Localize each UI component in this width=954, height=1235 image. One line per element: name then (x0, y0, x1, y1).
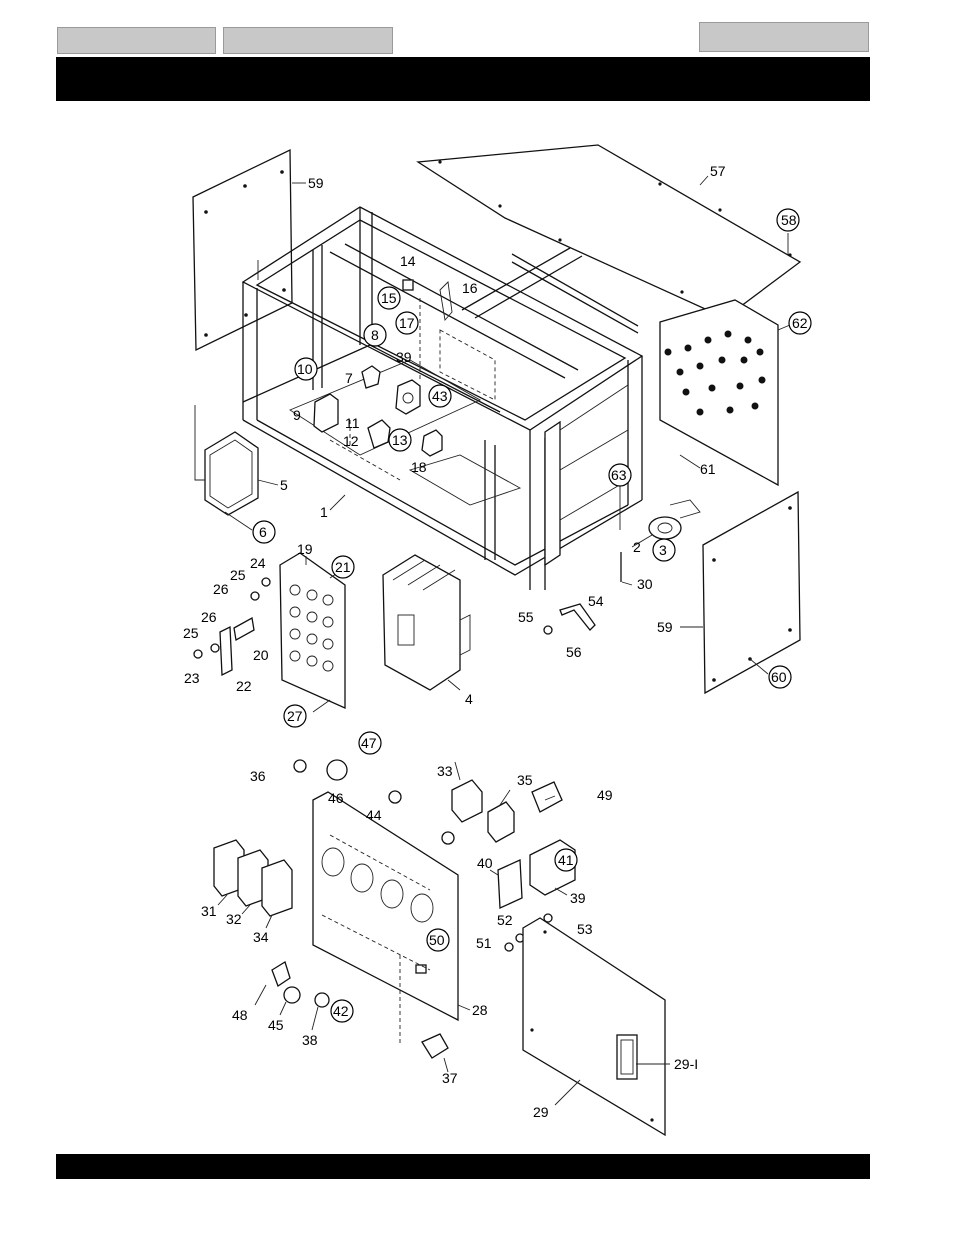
callout-37: 37 (442, 1070, 458, 1086)
callout-51: 51 (476, 935, 492, 951)
callout-13: 13 (392, 432, 408, 448)
callout-1: 1 (320, 504, 328, 520)
callout-25-upper: 25 (230, 567, 246, 583)
callout-43: 43 (432, 388, 448, 404)
callout-61: 61 (700, 461, 716, 477)
callout-50: 50 (429, 932, 445, 948)
callout-44: 44 (366, 807, 382, 823)
callout-12: 12 (343, 433, 359, 449)
callout-31: 31 (201, 903, 217, 919)
callout-55: 55 (518, 609, 534, 625)
callout-23: 23 (184, 670, 200, 686)
header-tab-2 (223, 27, 393, 54)
callout-63: 63 (611, 467, 627, 483)
lower-assembly (213, 759, 666, 1137)
callout-24: 24 (250, 555, 266, 571)
callout-54: 54 (588, 593, 604, 609)
callout-14: 14 (400, 253, 416, 269)
callout-10: 10 (297, 361, 313, 377)
callout-40: 40 (477, 855, 493, 871)
callout-3: 3 (659, 542, 667, 558)
callout-11: 11 (345, 415, 360, 431)
callout-48: 48 (232, 1007, 248, 1023)
callout-27: 27 (287, 708, 303, 724)
callout-6: 6 (259, 524, 267, 540)
control-box-5 (204, 431, 259, 516)
callout-26-upper: 26 (213, 581, 229, 597)
callout-58: 58 (781, 212, 797, 228)
callout-17: 17 (399, 315, 415, 331)
callout-21: 21 (335, 559, 351, 575)
callout-62: 62 (792, 315, 808, 331)
header-bar (56, 57, 870, 101)
callout-26-lower: 26 (201, 609, 217, 625)
callout-28: 28 (472, 1002, 488, 1018)
callout-36: 36 (250, 768, 266, 784)
callout-18: 18 (411, 459, 427, 475)
callout-9: 9 (293, 407, 301, 423)
side-panel-right (702, 490, 801, 695)
callout-52: 52 (497, 912, 513, 928)
callout-25-lower: 25 (183, 625, 199, 641)
callout-49: 49 (597, 787, 613, 803)
terminal-board-19 (279, 552, 346, 710)
callout-59-right: 59 (657, 619, 673, 635)
callout-5: 5 (280, 477, 288, 493)
callout-2: 2 (633, 539, 641, 555)
rear-panel (659, 299, 779, 487)
callout-circles (252, 208, 812, 1023)
callout-59-top: 59 (308, 175, 324, 191)
callout-45: 45 (268, 1017, 284, 1033)
callout-labels: 59 57 58 62 61 14 15 16 17 8 39 7 10 9 4… (183, 163, 808, 1120)
callout-38: 38 (302, 1032, 318, 1048)
callout-32: 32 (226, 911, 242, 927)
callout-20: 20 (253, 647, 269, 663)
callout-33: 33 (437, 763, 453, 779)
callout-60: 60 (771, 669, 787, 685)
meter-34 (261, 859, 293, 917)
upper-assembly (192, 144, 802, 710)
callout-15: 15 (381, 290, 397, 306)
footer-bar (56, 1154, 870, 1179)
callout-7: 7 (345, 370, 353, 386)
callout-39-upper: 39 (396, 349, 412, 365)
callout-4: 4 (465, 691, 473, 707)
callout-34: 34 (253, 929, 269, 945)
callout-8: 8 (371, 327, 379, 343)
header-tab-1 (57, 27, 216, 54)
callout-29: 29 (533, 1104, 549, 1120)
callout-46: 46 (328, 790, 344, 806)
callout-41: 41 (558, 852, 574, 868)
callout-leaders (217, 175, 791, 1106)
circuit-breaker-4 (382, 554, 461, 691)
side-door-29 (522, 917, 666, 1137)
callout-30: 30 (637, 576, 653, 592)
callout-35: 35 (517, 772, 533, 788)
callout-47: 47 (361, 735, 377, 751)
top-cover (416, 144, 802, 319)
callout-39-lower: 39 (570, 890, 586, 906)
callout-42: 42 (333, 1003, 349, 1019)
ct-coil-2 (648, 516, 682, 540)
callout-22: 22 (236, 678, 252, 694)
callout-19: 19 (297, 541, 313, 557)
callout-57: 57 (710, 163, 726, 179)
callout-16: 16 (462, 280, 478, 296)
header-tab-3 (699, 22, 869, 52)
callout-53: 53 (577, 921, 593, 937)
front-panel-28 (312, 791, 459, 1022)
callout-56: 56 (566, 644, 582, 660)
callout-29-1: 29-I (674, 1056, 698, 1072)
